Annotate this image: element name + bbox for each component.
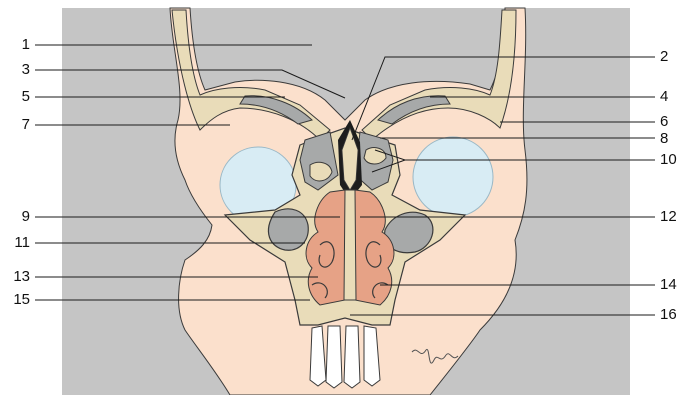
label-7: 7 (4, 117, 30, 133)
label-14: 14 (660, 277, 686, 293)
right-eye (413, 137, 493, 217)
label-2: 2 (660, 49, 686, 65)
label-9: 9 (4, 209, 30, 225)
maxillary-sinus-left (268, 209, 308, 250)
label-6: 6 (660, 114, 686, 130)
label-4: 4 (660, 89, 686, 105)
nasal-septum (344, 190, 356, 300)
label-15: 15 (4, 292, 30, 308)
label-11: 11 (4, 235, 30, 251)
label-8: 8 (660, 131, 686, 147)
label-16: 16 (660, 307, 686, 323)
label-13: 13 (4, 269, 30, 285)
label-3: 3 (4, 62, 30, 78)
label-1: 1 (4, 37, 30, 53)
label-5: 5 (4, 89, 30, 105)
label-12: 12 (660, 209, 686, 225)
label-10: 10 (660, 152, 686, 168)
